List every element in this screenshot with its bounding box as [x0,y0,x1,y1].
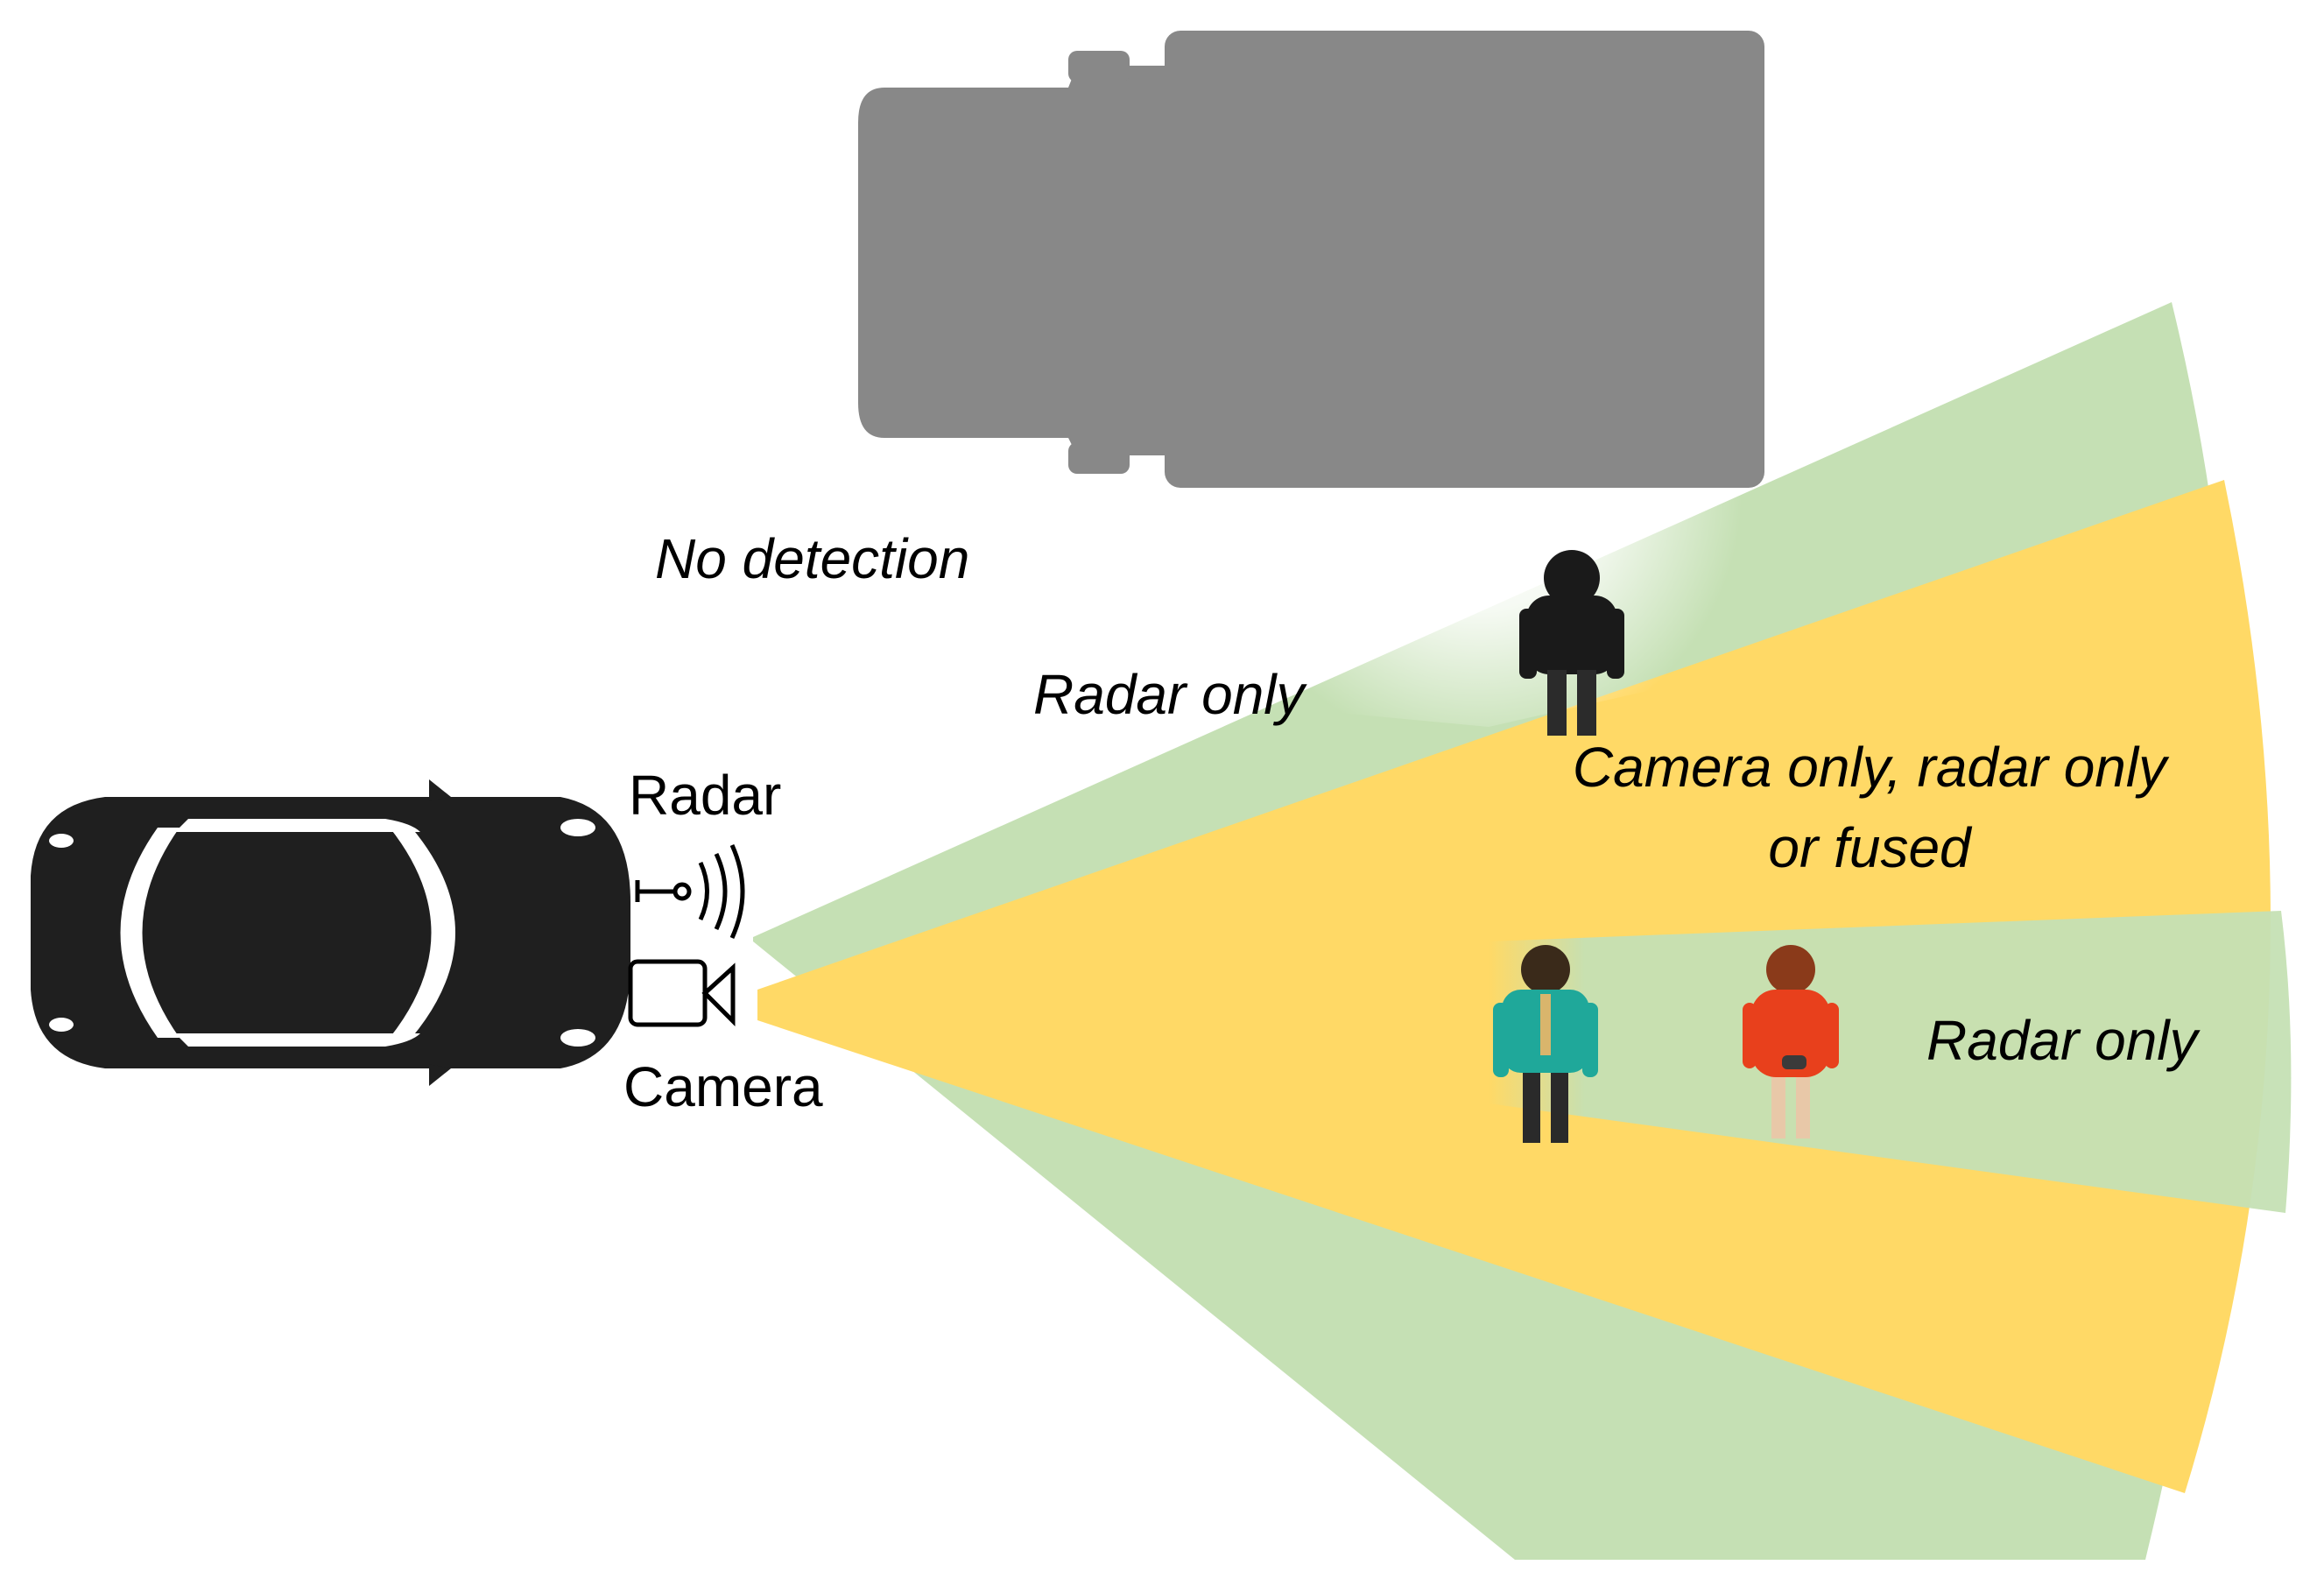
label-radar-sensor: Radar [629,764,781,827]
occluded-radar-only-band [1489,911,2292,1213]
label-radar-only-occluded: Radar only [1926,1009,2201,1072]
car-top-view-icon [31,779,630,1086]
pedestrian-red-icon [1743,945,1839,1138]
label-no-detection: No detection [655,527,969,590]
truck-top-view-icon [858,31,1764,488]
label-radar-only-upper: Radar only [1033,663,1308,726]
pedestrian-behind-truck-icon [1519,550,1624,736]
video-camera-icon [628,959,736,1027]
pedestrian-teal-icon [1493,945,1598,1143]
label-camera-radar-fused-line1: Camera only, radar only [1573,736,2170,799]
label-camera-sensor: Camera [623,1055,823,1118]
radar-near-field [714,832,766,937]
radar-wave-icon [635,843,745,940]
label-camera-radar-fused-line2: or fused [1768,816,1973,879]
